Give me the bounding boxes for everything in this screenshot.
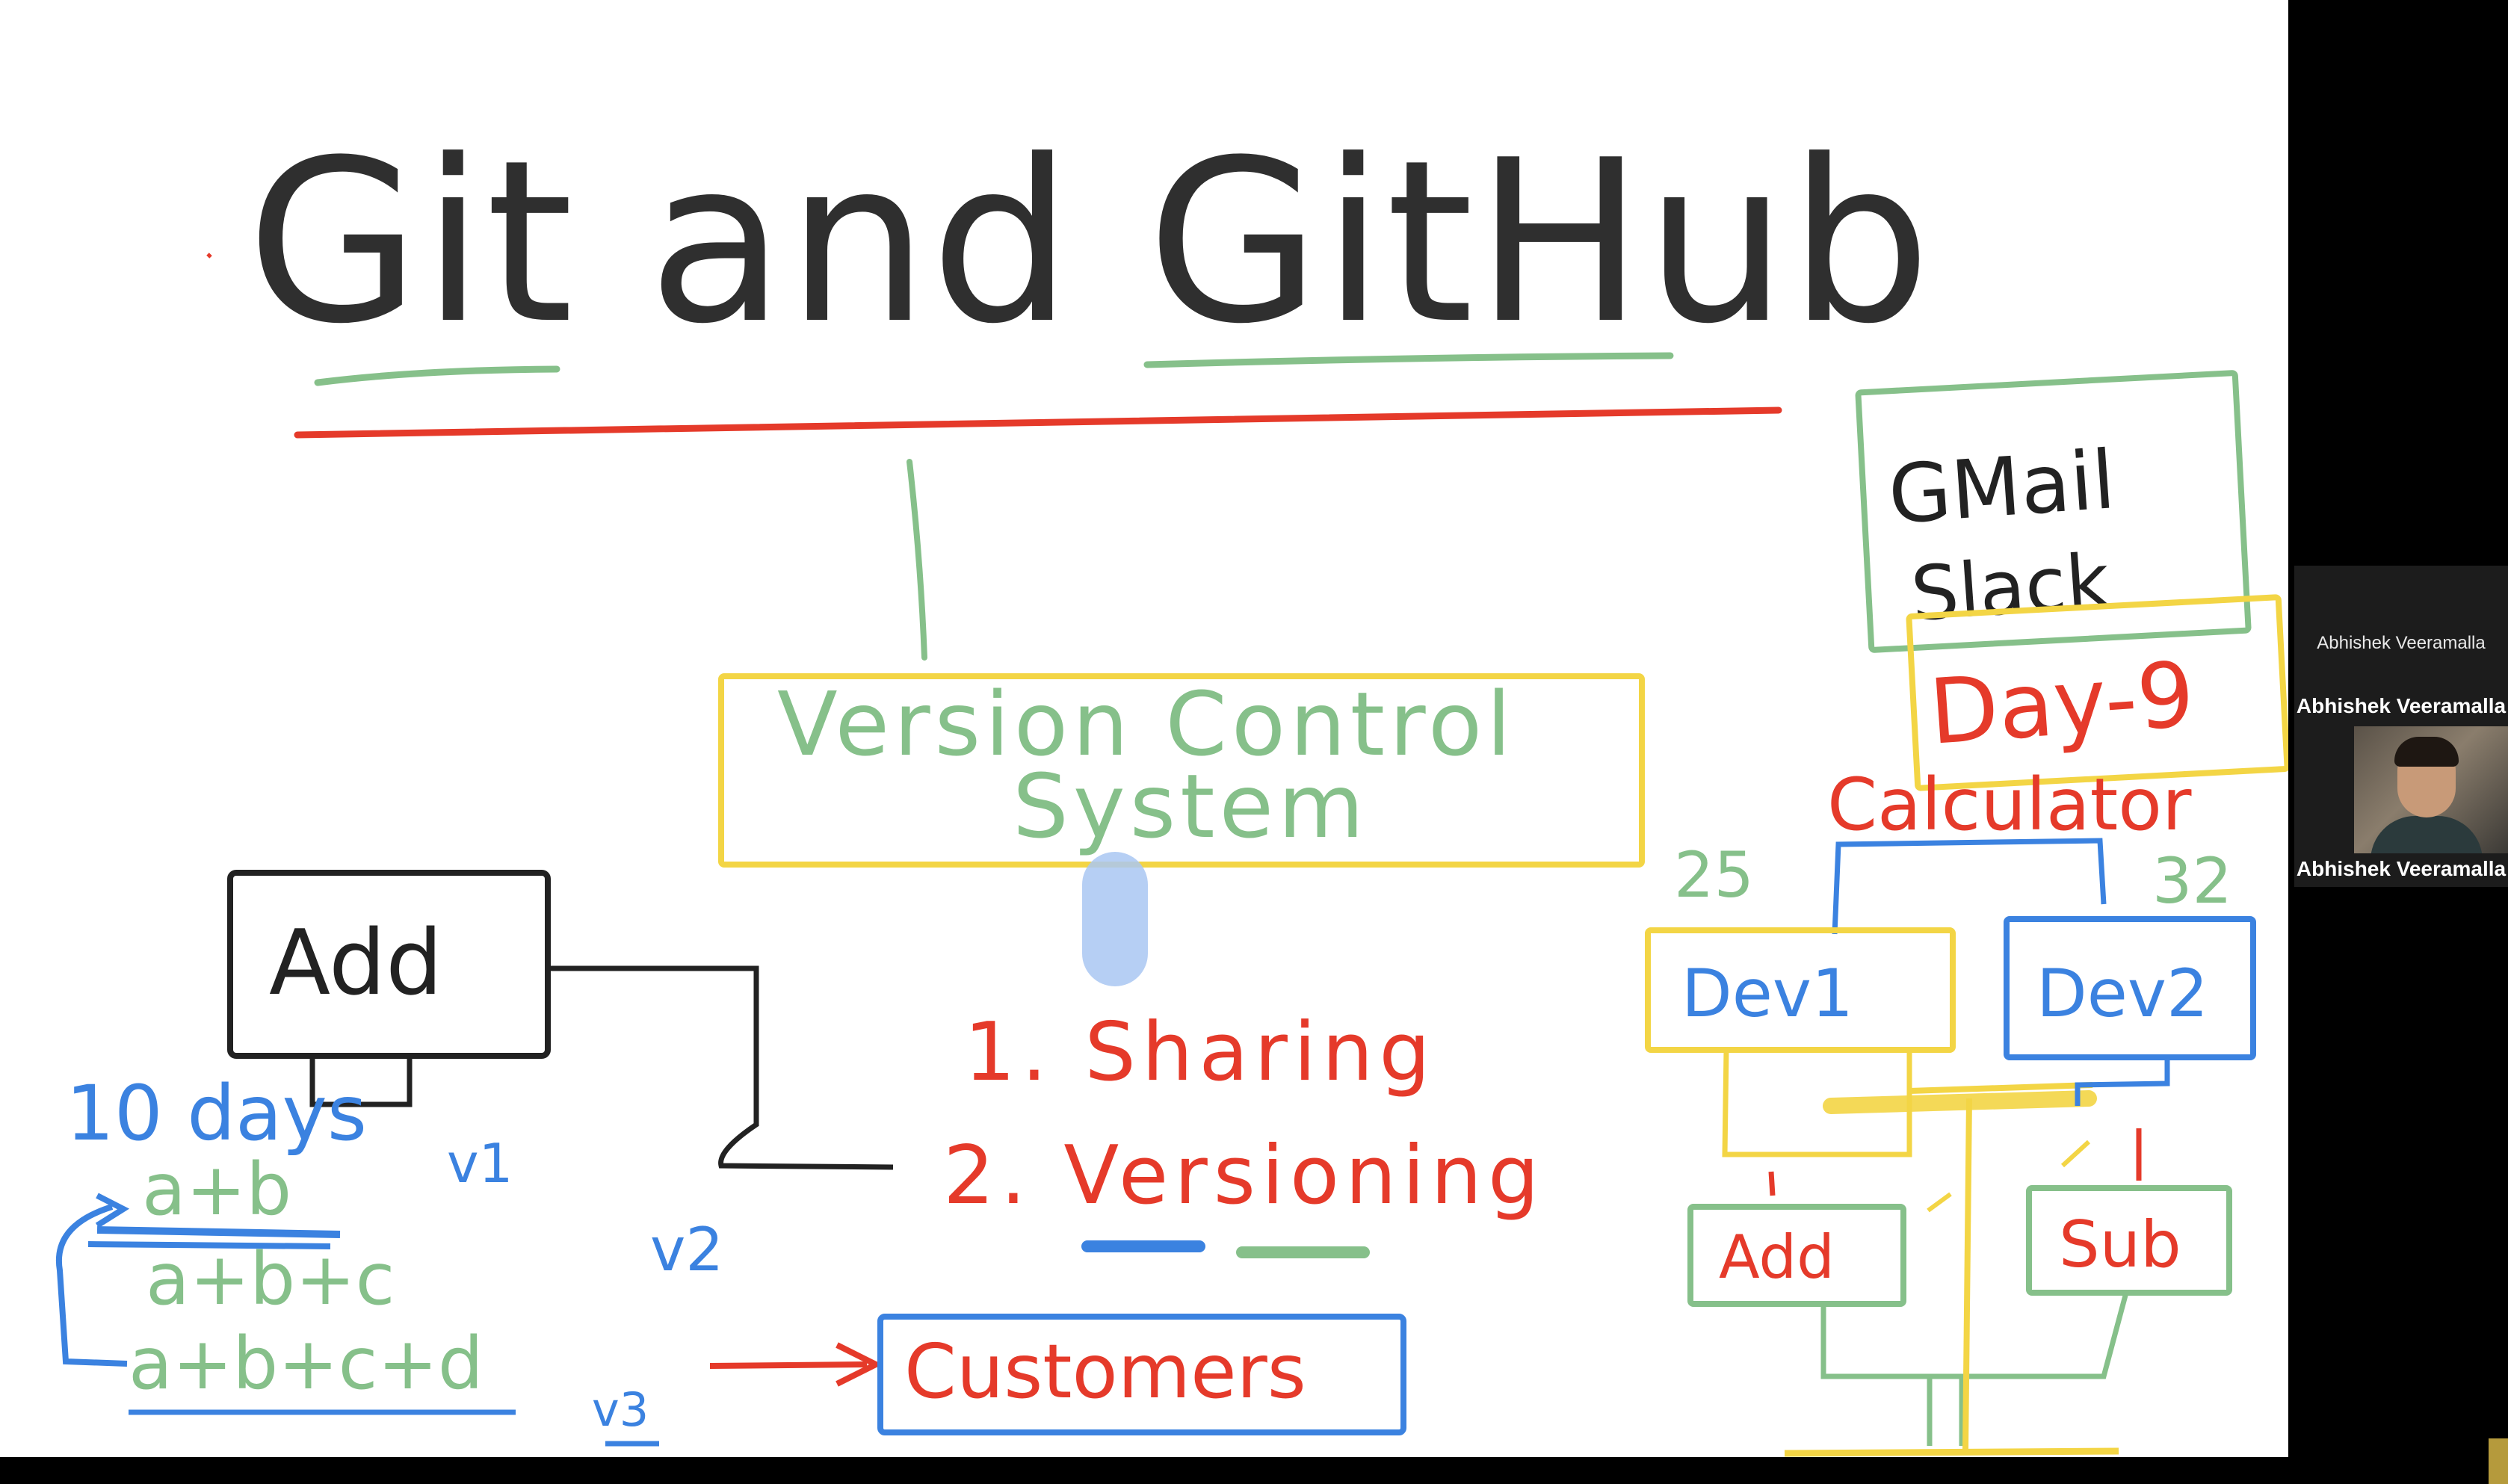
calculator-label: Calculator: [1827, 763, 2192, 847]
dev1-label: Dev1: [1681, 955, 1853, 1032]
yellow-slash-left: [1927, 1192, 1952, 1213]
v3-label: v3: [592, 1382, 649, 1437]
customers-label: Customers: [904, 1328, 1306, 1415]
dev1-box: [1645, 927, 1956, 1053]
whiteboard-annotations: Version Control System 1. Sharing 2. Ver…: [55, 253, 2288, 1457]
dev2-down-bracket: [2075, 1057, 2170, 1106]
presentation-slide: Git and GitHub Version Control System 1.…: [0, 0, 2288, 1457]
gmail-slack-box: [1855, 370, 2252, 653]
merge-yellow-line: [1823, 1090, 2097, 1114]
point-versioning: 2. Versioning: [943, 1129, 1545, 1222]
ten-days-label: 10 days: [66, 1069, 367, 1158]
title-connector-line: [906, 459, 927, 661]
calculator-branch-line: [1832, 838, 2107, 935]
blue-underline-2: [87, 1241, 331, 1249]
code-line-3: a+b+c+d: [129, 1322, 484, 1406]
merge-yellow-base: [1784, 1447, 2119, 1457]
add-bottom-bracket: [309, 1056, 413, 1107]
add-box-label: Add: [269, 912, 442, 1015]
blue-bracket: [55, 1204, 128, 1367]
arrow-to-customers: [709, 1361, 868, 1369]
merge-yellow-thin: [1909, 1082, 2093, 1094]
participant-hair: [2394, 737, 2459, 767]
vcs-label-line2: System: [1013, 755, 1368, 858]
add-box: [227, 870, 551, 1059]
vcs-label-line1: Version Control: [777, 673, 1516, 776]
sub-small-box: [2026, 1185, 2232, 1296]
day-label: Day-9: [1926, 643, 2197, 765]
blue-highlight-mark: [1082, 852, 1148, 986]
title-red-underline: [294, 406, 1782, 439]
add-small-label: Add: [1719, 1222, 1835, 1292]
add-small-box: [1687, 1204, 1906, 1307]
blue-arrowhead: [95, 1193, 130, 1228]
gmail-label: GMail: [1885, 433, 2118, 542]
sub-small-label: Sub: [2059, 1208, 2181, 1282]
title-underline-git: [314, 365, 560, 386]
corner-indicator: [2489, 1438, 2508, 1484]
add-to-versioning-line: [548, 965, 894, 1170]
merge-yellow-trunk: [1962, 1098, 1972, 1450]
participant-name-label: Abhishek Veeramalla: [2317, 633, 2486, 653]
slack-label: Slack: [1909, 537, 2113, 638]
arrow-to-customers-head: [836, 1342, 883, 1387]
title-underline-github: [1143, 352, 1674, 368]
slide-title: Git and GitHub: [247, 112, 1933, 373]
code-line-2: a+b+c: [146, 1237, 395, 1321]
v1-label: v1: [447, 1132, 513, 1195]
red-tick-add: [1768, 1171, 1776, 1196]
participant-name-label: Abhishek Veeramalla: [2296, 694, 2507, 717]
blue-underline-1: [96, 1226, 341, 1238]
day-box: [1906, 594, 2288, 791]
customers-box: [877, 1314, 1406, 1435]
dev2-label: Dev2: [2036, 955, 2208, 1032]
point-sharing: 1. Sharing: [964, 1006, 1436, 1099]
num-25-label: 25: [1674, 838, 1754, 912]
dev2-box: [2004, 916, 2256, 1060]
participant-camera-feed[interactable]: [2354, 726, 2508, 853]
participant-video-panel[interactable]: Abhishek Veeramalla Abhishek Veeramalla …: [2294, 566, 2508, 887]
vcs-box: [718, 673, 1645, 868]
participant-name-label: Abhishek Veeramalla: [2296, 857, 2507, 880]
dot-mark: [206, 253, 212, 259]
code-line-1: a+b: [142, 1148, 291, 1231]
merge-green-tree: [1820, 1292, 2129, 1446]
v2-label: v2: [650, 1215, 723, 1284]
num-32-label: 32: [2152, 844, 2232, 918]
yellow-slash-right: [2060, 1140, 2091, 1168]
participant-body: [2370, 816, 2483, 853]
